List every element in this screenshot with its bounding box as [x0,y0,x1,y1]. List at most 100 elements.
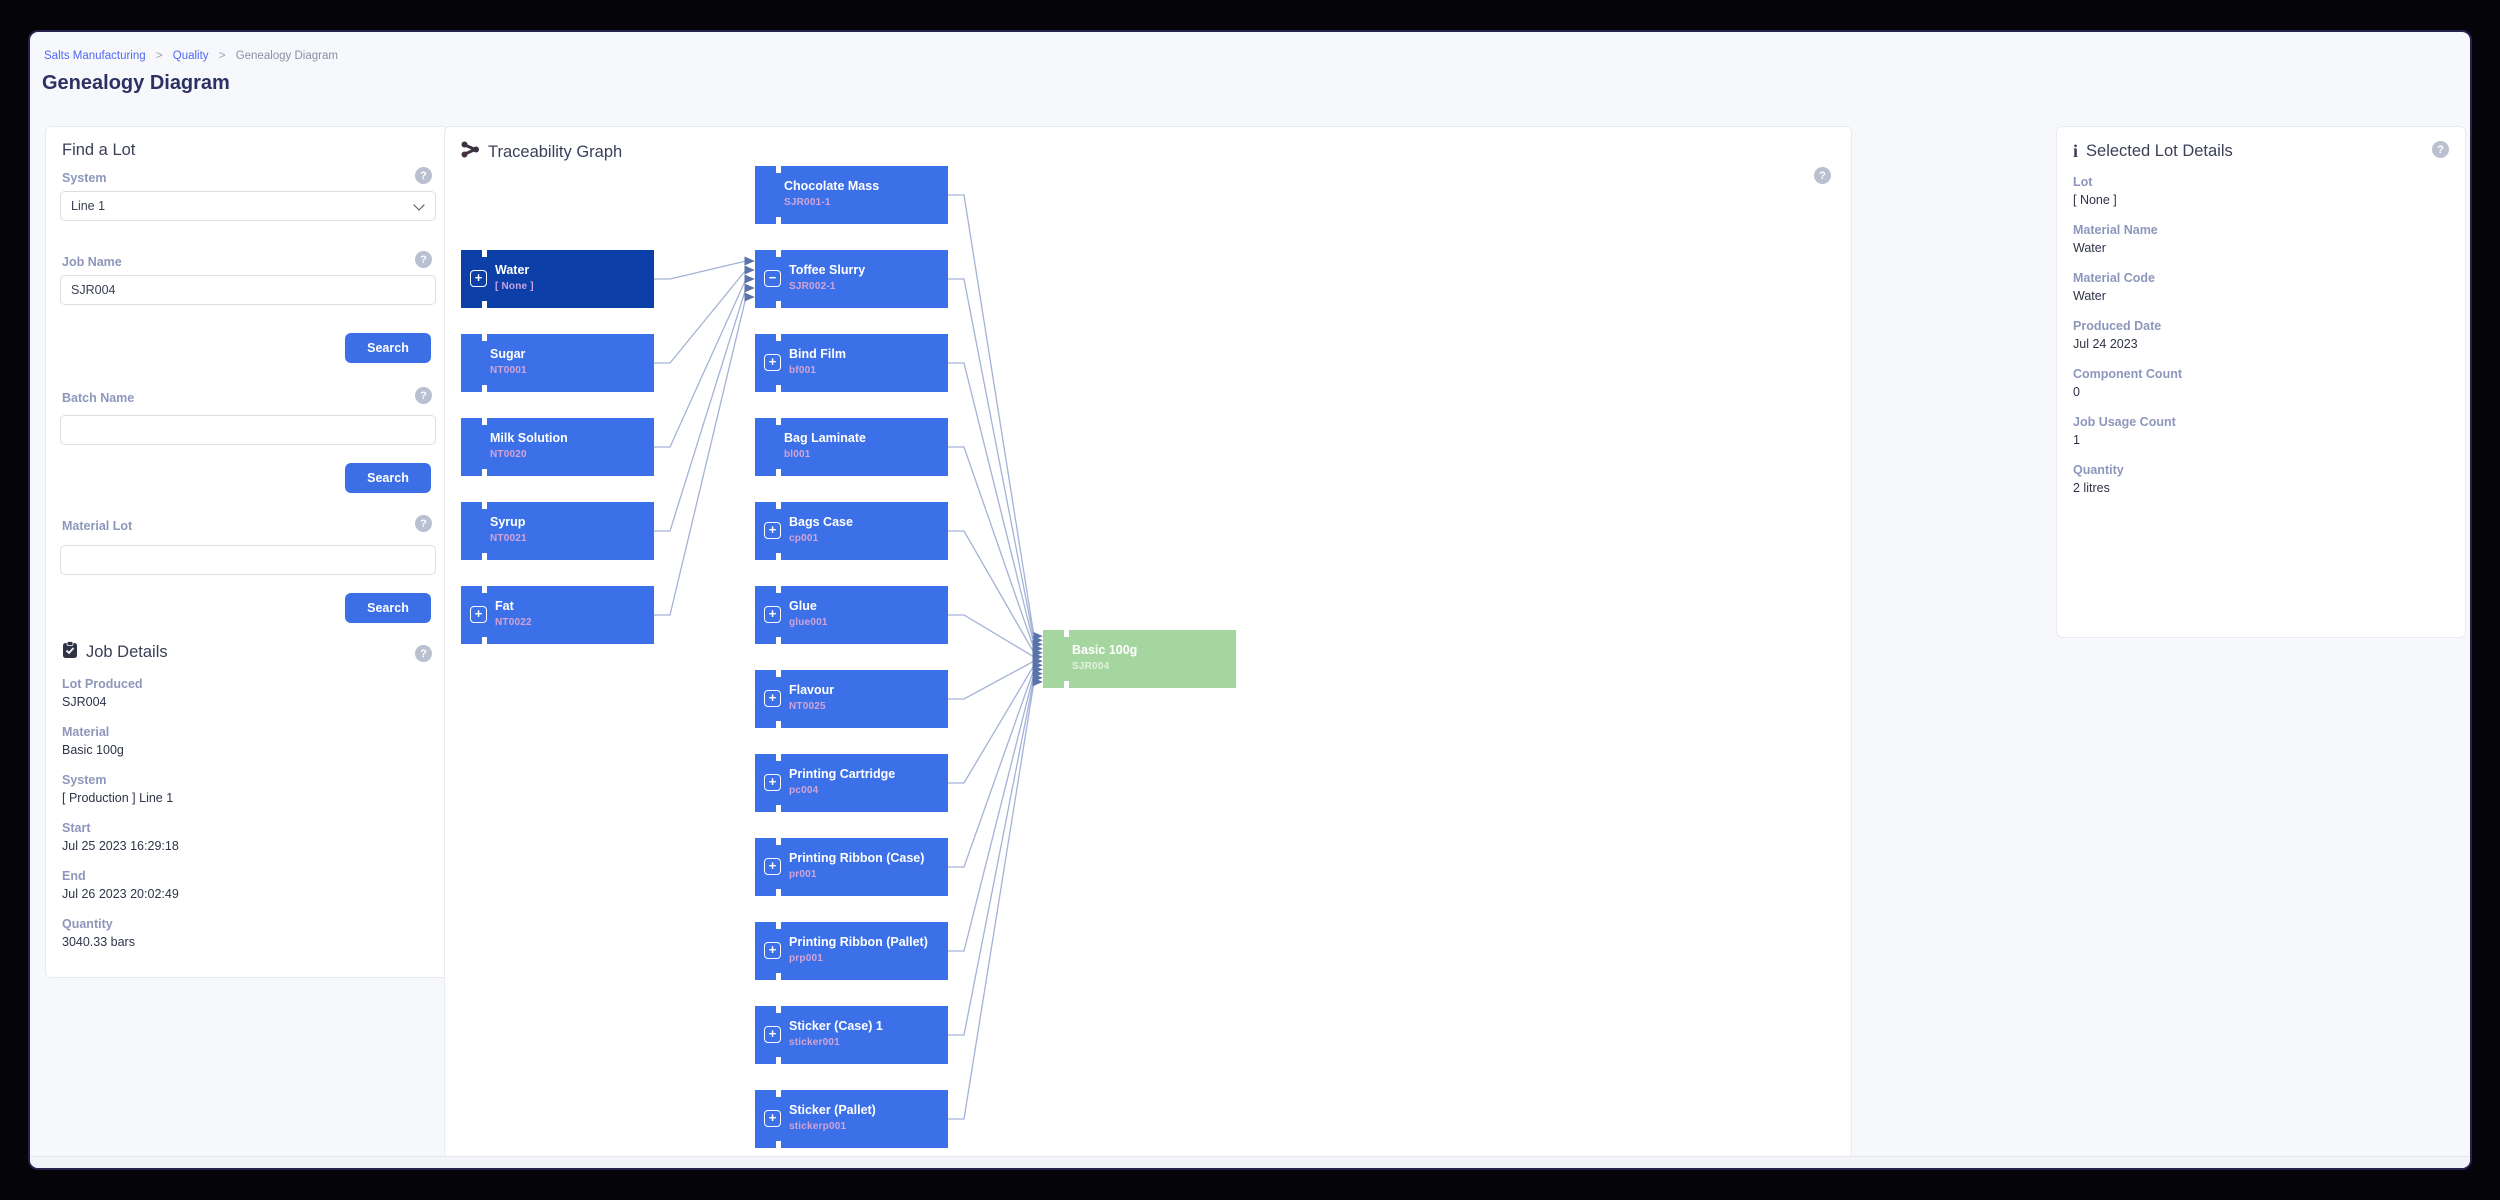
node-title: Syrup [490,515,526,529]
node-title: Toffee Slurry [789,263,866,277]
field-value: 2 litres [2073,481,2110,495]
batch-name-input[interactable] [60,415,436,445]
graph-node[interactable]: +Printing Ribbon (Case)pr001 [755,838,948,896]
expand-plus-icon[interactable]: + [470,606,487,623]
help-icon[interactable]: ? [1814,167,1831,184]
find-a-lot-header: Find a Lot [62,141,136,159]
info-icon: i [2073,141,2079,161]
node-title: Printing Ribbon (Case) [789,851,925,865]
field-label: Component Count [2073,367,2183,381]
network-graph-icon [461,141,480,163]
node-title: Sticker (Pallet) [789,1103,876,1117]
expand-plus-icon[interactable]: + [764,690,781,707]
help-icon[interactable]: ? [415,645,432,662]
traceability-title: Traceability Graph [488,142,623,161]
field-label: Quantity [2073,463,2124,477]
detail-field: Quantity 2 litres [2073,463,2182,495]
detail-field: Lot [ None ] [2073,175,2182,207]
selected-lot-title: Selected Lot Details [2086,142,2233,160]
expand-plus-icon[interactable]: + [764,606,781,623]
node-code: SJR001-1 [784,197,831,208]
node-code: NT0001 [490,365,527,376]
field-value: Jul 26 2023 20:02:49 [62,887,179,901]
help-icon[interactable]: ? [415,251,432,268]
help-icon[interactable]: ? [415,387,432,404]
expand-plus-icon[interactable]: + [764,942,781,959]
graph-node[interactable]: +Water[ None ] [461,250,654,308]
job-details-title: Job Details [86,643,168,661]
breadcrumb-item-home[interactable]: Salts Manufacturing [44,50,146,62]
system-label: System [62,171,107,185]
node-code: NT0022 [495,617,532,628]
expand-plus-icon[interactable]: + [764,522,781,539]
job-details-header: Job Details [62,641,168,664]
node-title: Sugar [490,347,526,361]
node-title: Bag Laminate [784,431,866,445]
field-value: [ Production ] Line 1 [62,791,174,805]
field-label: Job Usage Count [2073,415,2176,429]
expand-plus-icon[interactable]: + [764,1110,781,1127]
help-icon[interactable]: ? [415,515,432,532]
expand-plus-icon[interactable]: + [764,858,781,875]
field-value: [ None ] [2073,193,2117,207]
field-value: Water [2073,241,2106,255]
node-code: stickerp001 [789,1121,847,1132]
expand-plus-icon[interactable]: + [764,1026,781,1043]
node-code: NT0021 [490,533,527,544]
field-label: Produced Date [2073,319,2162,333]
node-code: pc004 [789,785,819,796]
node-title: Water [495,263,530,277]
help-icon[interactable]: ? [415,167,432,184]
graph-node[interactable]: + Printing Cartridge pc004 [755,754,948,812]
field-value: Water [2073,289,2106,303]
traceability-card: Traceability Graph ? +Water[ None ]Sugar… [444,126,1852,1158]
node-title: Printing Cartridge [789,767,896,781]
expand-plus-icon[interactable]: + [764,354,781,371]
node-code: cp001 [789,533,819,544]
field-label: Material Name [2073,223,2158,237]
field-label: System [62,773,107,787]
graph-node[interactable]: +Printing Ribbon (Pallet)prp001 [755,922,948,980]
node-title: Flavour [789,683,835,697]
search-batch-button[interactable]: Search [345,463,431,493]
field-label: Lot Produced [62,677,143,691]
field-value: 0 [2073,385,2080,399]
field-value: SJR004 [62,695,107,709]
app-page: Salts Manufacturing > Quality > Genealog… [28,30,2472,1170]
expand-plus-icon[interactable]: + [764,774,781,791]
node-code: NT0020 [490,449,527,460]
node-code: NT0025 [789,701,826,712]
expand-plus-icon[interactable]: + [470,270,487,287]
detail-field: System [ Production ] Line 1 [62,773,179,805]
collapse-minus-icon[interactable]: − [764,270,781,287]
system-select[interactable]: Line 1 [60,191,436,221]
detail-field: Component Count 0 [2073,367,2182,399]
material-lot-input[interactable] [60,545,436,575]
search-material-lot-button[interactable]: Search [345,593,431,623]
help-icon[interactable]: ? [2432,141,2449,158]
node-code: prp001 [789,953,823,964]
breadcrumb-item-quality[interactable]: Quality [172,50,209,62]
graph-node[interactable]: + Sticker (Pallet) stickerp001 [755,1090,948,1148]
job-name-input[interactable] [60,275,436,305]
field-label: Lot [2073,175,2093,189]
search-job-button[interactable]: Search [345,333,431,363]
